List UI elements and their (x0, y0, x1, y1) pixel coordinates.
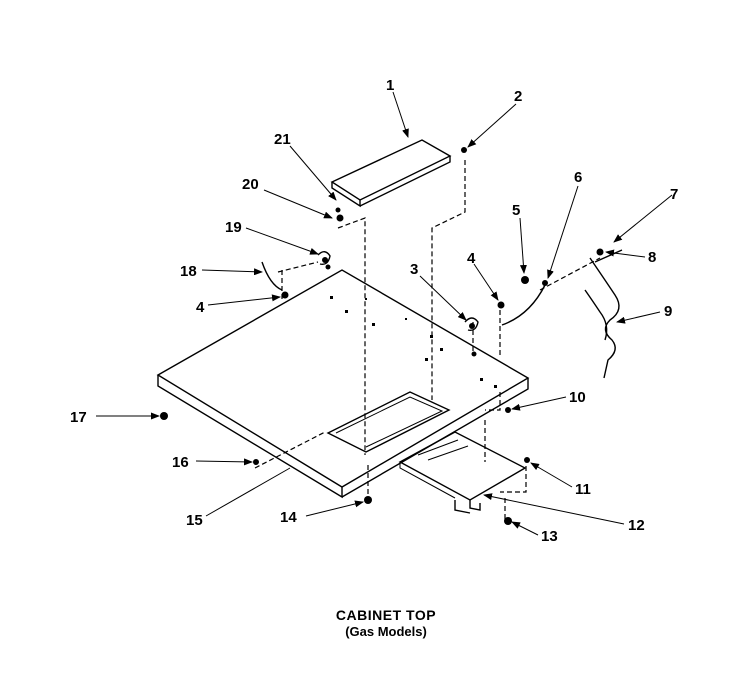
callout-5: 5 (512, 202, 520, 219)
callout-7: 7 (670, 186, 678, 203)
callout-3: 3 (410, 261, 418, 278)
callout-14: 14 (280, 509, 297, 526)
callout-numbers: 1 2 21 20 19 18 4 3 4 5 6 7 8 9 10 11 12… (70, 77, 678, 545)
callout-21: 21 (274, 131, 291, 148)
callout-16: 16 (172, 454, 189, 471)
callout-13: 13 (541, 528, 558, 545)
cabinet-top-panel (156, 269, 530, 499)
cover-plate (330, 139, 452, 208)
callout-18: 18 (180, 263, 197, 280)
callout-4-left: 4 (196, 299, 205, 316)
panel-holes (330, 296, 497, 388)
diagram-title: CABINET TOP (335, 607, 437, 623)
callout-10: 10 (569, 389, 586, 406)
diagram-subtitle: (Gas Models) (345, 624, 427, 639)
callout-19: 19 (225, 219, 242, 236)
callout-9: 9 (664, 303, 672, 320)
callout-1: 1 (386, 77, 394, 94)
hardware-parts (160, 147, 623, 525)
callout-2: 2 (514, 88, 522, 105)
leader-lines (96, 91, 673, 536)
callout-17: 17 (70, 409, 87, 426)
callout-12: 12 (628, 517, 645, 534)
callout-8: 8 (648, 249, 656, 266)
callout-11: 11 (575, 481, 591, 498)
callout-6: 6 (574, 169, 582, 186)
callout-20: 20 (242, 176, 259, 193)
base-bracket (398, 431, 527, 514)
callout-4-right: 4 (467, 250, 476, 267)
callout-15: 15 (186, 512, 203, 529)
